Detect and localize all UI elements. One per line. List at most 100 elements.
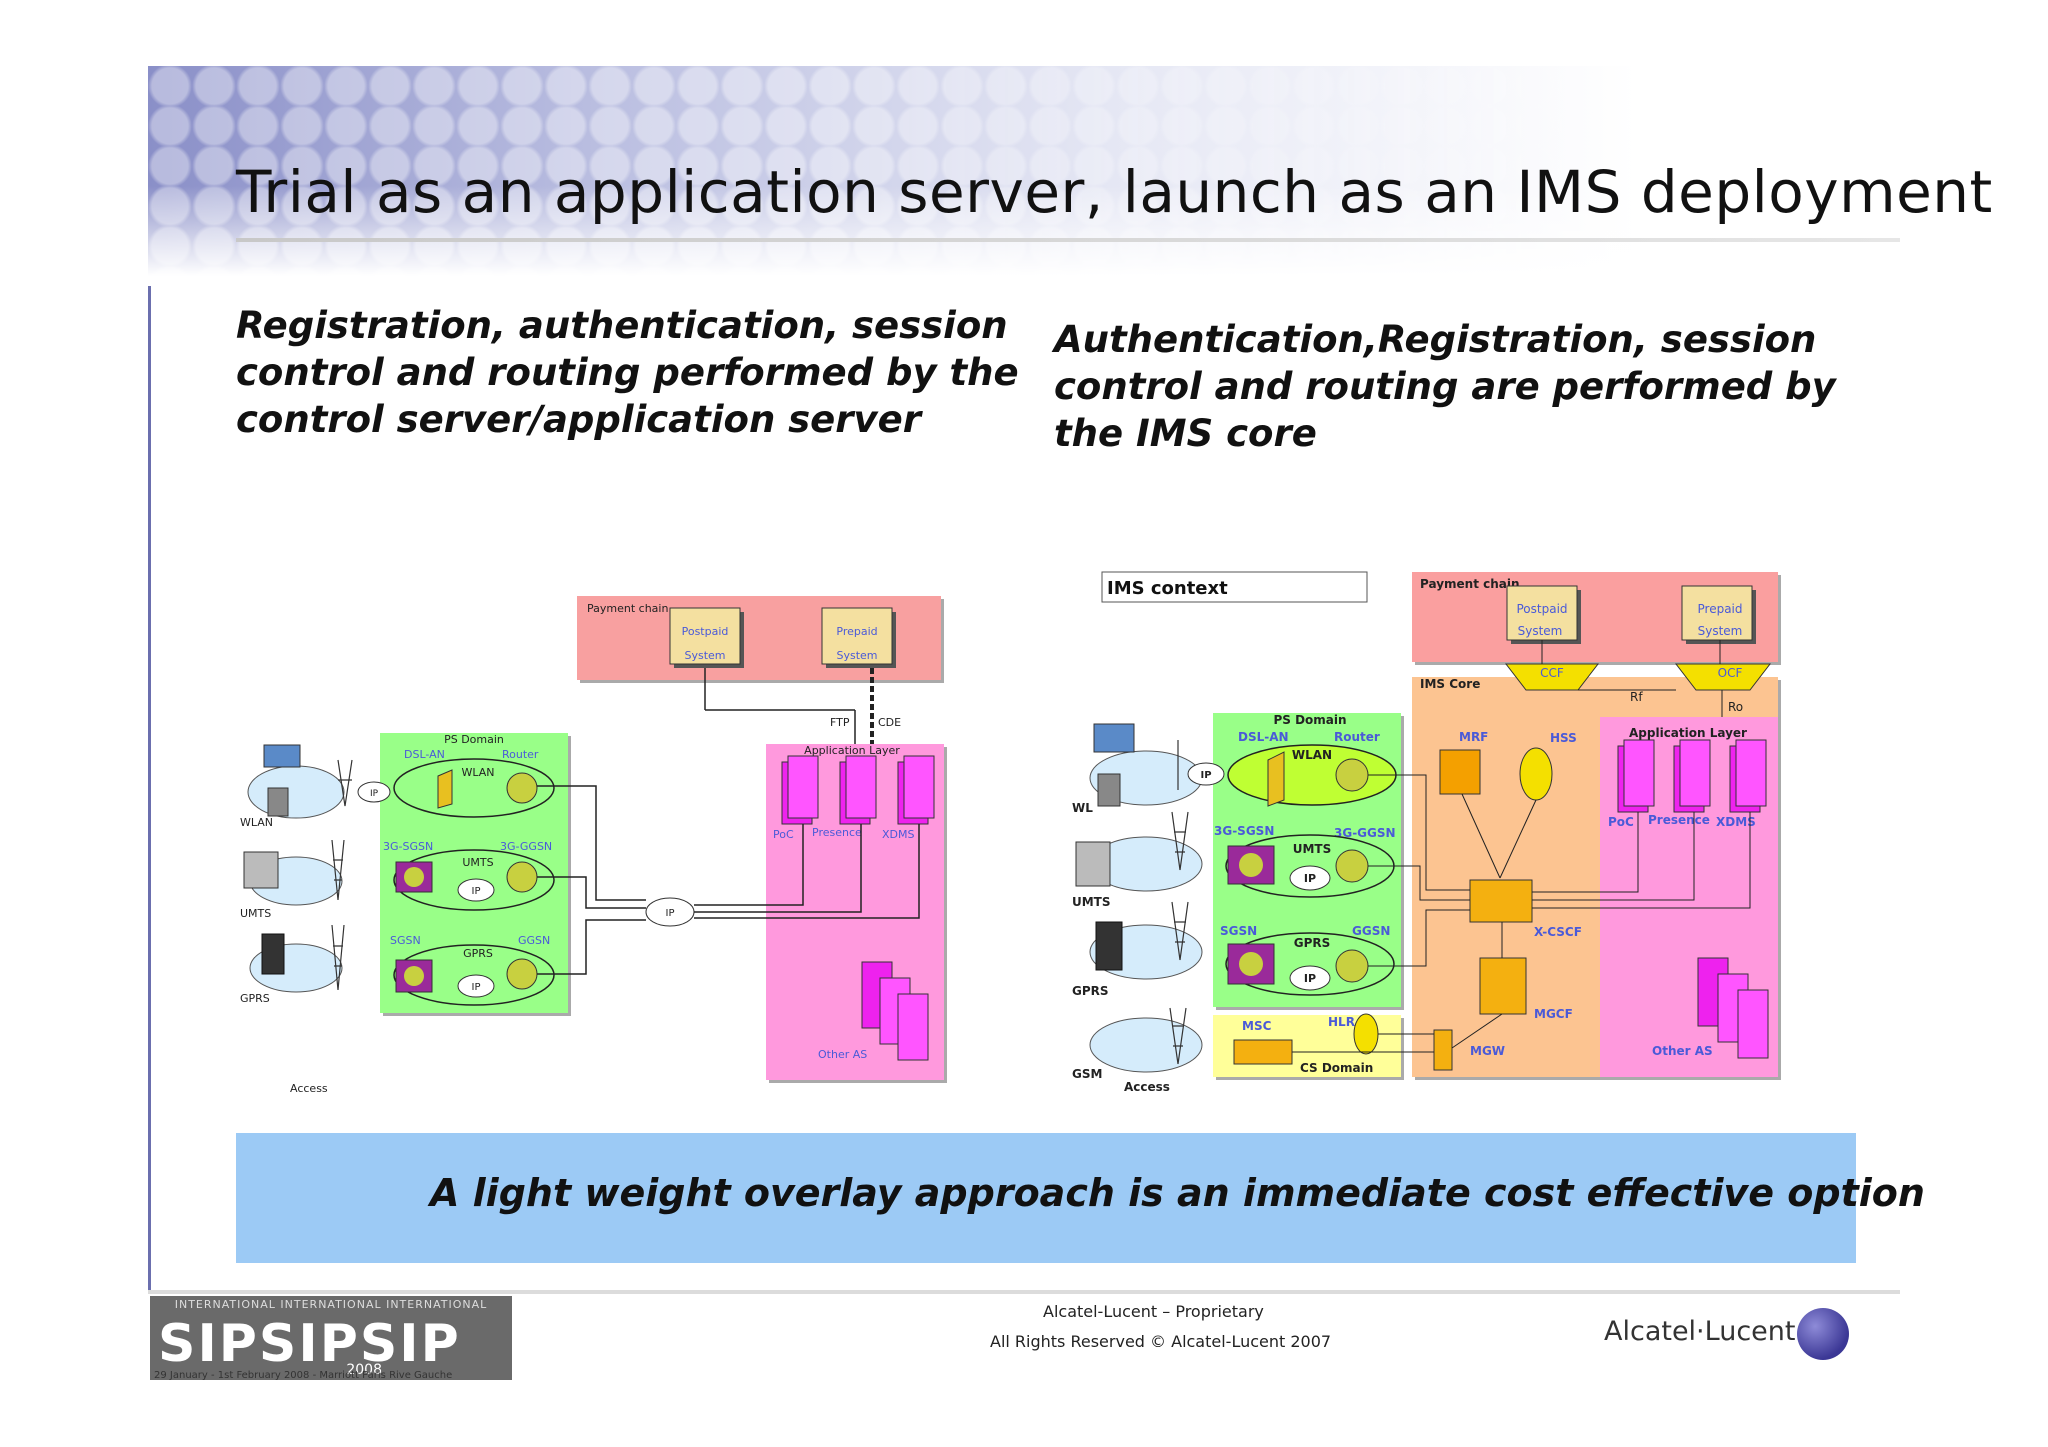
- sip-logo-wordmark: SIPSIPSIP: [158, 1314, 461, 1374]
- application-layer-label: Application Layer: [804, 744, 900, 757]
- ggsn-label: GGSN: [518, 934, 550, 947]
- hlr-node: [1353, 1013, 1379, 1055]
- 3g-sgsn-label: 3G-SGSN: [383, 840, 433, 853]
- gprs-phone-icon: [1095, 921, 1123, 971]
- access-ip-label: IP: [1200, 770, 1211, 781]
- router-label: Router: [502, 748, 539, 761]
- prepaid-system: Prepaid System: [821, 607, 896, 668]
- poc-label: PoC: [1608, 815, 1634, 829]
- access-gprs-label: GPRS: [240, 992, 270, 1005]
- ps-domain-label: PS Domain: [1273, 713, 1346, 727]
- laptop-icon: [263, 744, 301, 768]
- gprs-label: GPRS: [463, 947, 493, 960]
- access-gsm-label: GSM: [1072, 1067, 1102, 1081]
- ocf-label: OCF: [1718, 666, 1743, 680]
- prepaid-system-label: System: [1698, 624, 1743, 638]
- prepaid-label: Prepaid: [836, 625, 877, 638]
- other-as-servers: [1697, 957, 1769, 1059]
- core-ip-label: IP: [666, 908, 675, 919]
- msc-node: [1233, 1039, 1293, 1065]
- ccf-label: CCF: [1540, 666, 1564, 680]
- sgsn-label: SGSN: [390, 934, 421, 947]
- pda-icon: [267, 787, 289, 817]
- slide-title: Trial as an application server, launch a…: [236, 158, 1993, 226]
- 3g-sgsn-label: 3G-SGSN: [1214, 824, 1274, 838]
- router-label: Router: [1334, 730, 1380, 744]
- poc-label: PoC: [773, 828, 794, 841]
- alcatel-lucent-wordmark: Alcatel·Lucent: [1604, 1316, 1796, 1347]
- hss-label: HSS: [1550, 731, 1577, 745]
- ip-cloud-label: IP: [472, 982, 481, 993]
- right-heading-line: control and routing are performed by: [1054, 365, 1836, 408]
- footer-rule: [148, 1290, 1900, 1294]
- footer-rights: All Rights Reserved © Alcatel-Lucent 200…: [990, 1332, 1332, 1351]
- header-fade: [148, 186, 1900, 276]
- x-cscf-label: X-CSCF: [1534, 925, 1582, 939]
- laptop-icon: [1093, 723, 1135, 753]
- poc-server: [781, 755, 819, 825]
- left-heading-line: control server/application server: [236, 398, 921, 441]
- other-as-label: Other AS: [818, 1048, 867, 1061]
- 3g-ggsn-label: 3G-GGSN: [500, 840, 552, 853]
- presence-label: Presence: [1648, 813, 1710, 827]
- application-layer-label: Application Layer: [1629, 726, 1747, 740]
- mrf-label: MRF: [1459, 730, 1488, 744]
- hss-node: [1519, 747, 1553, 801]
- 3g-ggsn-label: 3G-GGSN: [1334, 826, 1396, 840]
- dsl-an-icon: [1267, 751, 1285, 807]
- left-heading-line: Registration, authentication, session: [236, 304, 1008, 347]
- title-underline: [236, 238, 1900, 242]
- left-heading-line: control and routing performed by the: [236, 351, 1019, 394]
- gprs-label: GPRS: [1294, 936, 1331, 950]
- prepaid-system-label: System: [836, 649, 877, 662]
- dsl-an-icon: [437, 769, 453, 809]
- postpaid-system: Postpaid System: [1506, 585, 1581, 644]
- access-wl-label: WL: [1072, 801, 1093, 815]
- prepaid-system: Prepaid System: [1681, 585, 1756, 644]
- umts-phone-icon: [1075, 841, 1111, 887]
- msc-label: MSC: [1242, 1019, 1272, 1033]
- sip-2008-logo: INTERNATIONAL INTERNATIONAL INTERNATIONA…: [150, 1296, 512, 1380]
- payment-chain-label: Payment chain: [587, 602, 668, 615]
- payment-chain-label: Payment chain: [1420, 577, 1520, 591]
- other-as-servers: [861, 961, 929, 1061]
- ps-domain-label: PS Domain: [444, 733, 504, 746]
- sgsn-icon: [395, 959, 433, 993]
- presence-label: Presence: [812, 826, 862, 839]
- umts-label: UMTS: [1293, 842, 1332, 856]
- 3g-ggsn-icon: [1335, 849, 1369, 883]
- left-heading: Registration, authentication, session co…: [236, 302, 1019, 443]
- ims-context-box: [1101, 571, 1368, 603]
- poc-server: [1617, 739, 1655, 813]
- ip-cloud-label: IP: [1304, 972, 1316, 985]
- mgw-label: MGW: [1470, 1044, 1505, 1058]
- left-vertical-rule: [148, 286, 151, 1292]
- sip-logo-year: 2008: [346, 1362, 382, 1378]
- mrf-node: [1439, 749, 1481, 795]
- postpaid-label: Postpaid: [682, 625, 729, 638]
- ggsn-label: GGSN: [1352, 924, 1390, 938]
- access-gprs-label: GPRS: [1072, 984, 1109, 998]
- right-heading: Authentication,Registration, session con…: [1054, 316, 1836, 457]
- alcatel-lucent-logo-icon: [1797, 1308, 1849, 1360]
- mgw-node: [1433, 1029, 1453, 1071]
- ftp-label: FTP: [830, 716, 850, 729]
- access-umts-label: UMTS: [240, 907, 271, 920]
- wlan-label: WLAN: [461, 766, 494, 779]
- ggsn-icon: [1335, 949, 1369, 983]
- sgsn-label: SGSN: [1220, 924, 1257, 938]
- right-heading-line: the IMS core: [1054, 412, 1317, 455]
- umts-phone-icon: [243, 851, 279, 889]
- postpaid-system-label: System: [684, 649, 725, 662]
- access-wlan-label: WLAN: [240, 816, 273, 829]
- ip-cloud-label: IP: [1304, 872, 1316, 885]
- prepaid-label: Prepaid: [1698, 602, 1743, 616]
- mgcf-label: MGCF: [1534, 1007, 1573, 1021]
- other-as-label: Other AS: [1652, 1044, 1713, 1058]
- presence-server: [839, 755, 877, 825]
- xdms-label: XDMS: [1716, 815, 1756, 829]
- ims-context-label: IMS context: [1107, 578, 1228, 599]
- sip-logo-date: 29 January - 1st February 2008 - Marriot…: [154, 1370, 453, 1381]
